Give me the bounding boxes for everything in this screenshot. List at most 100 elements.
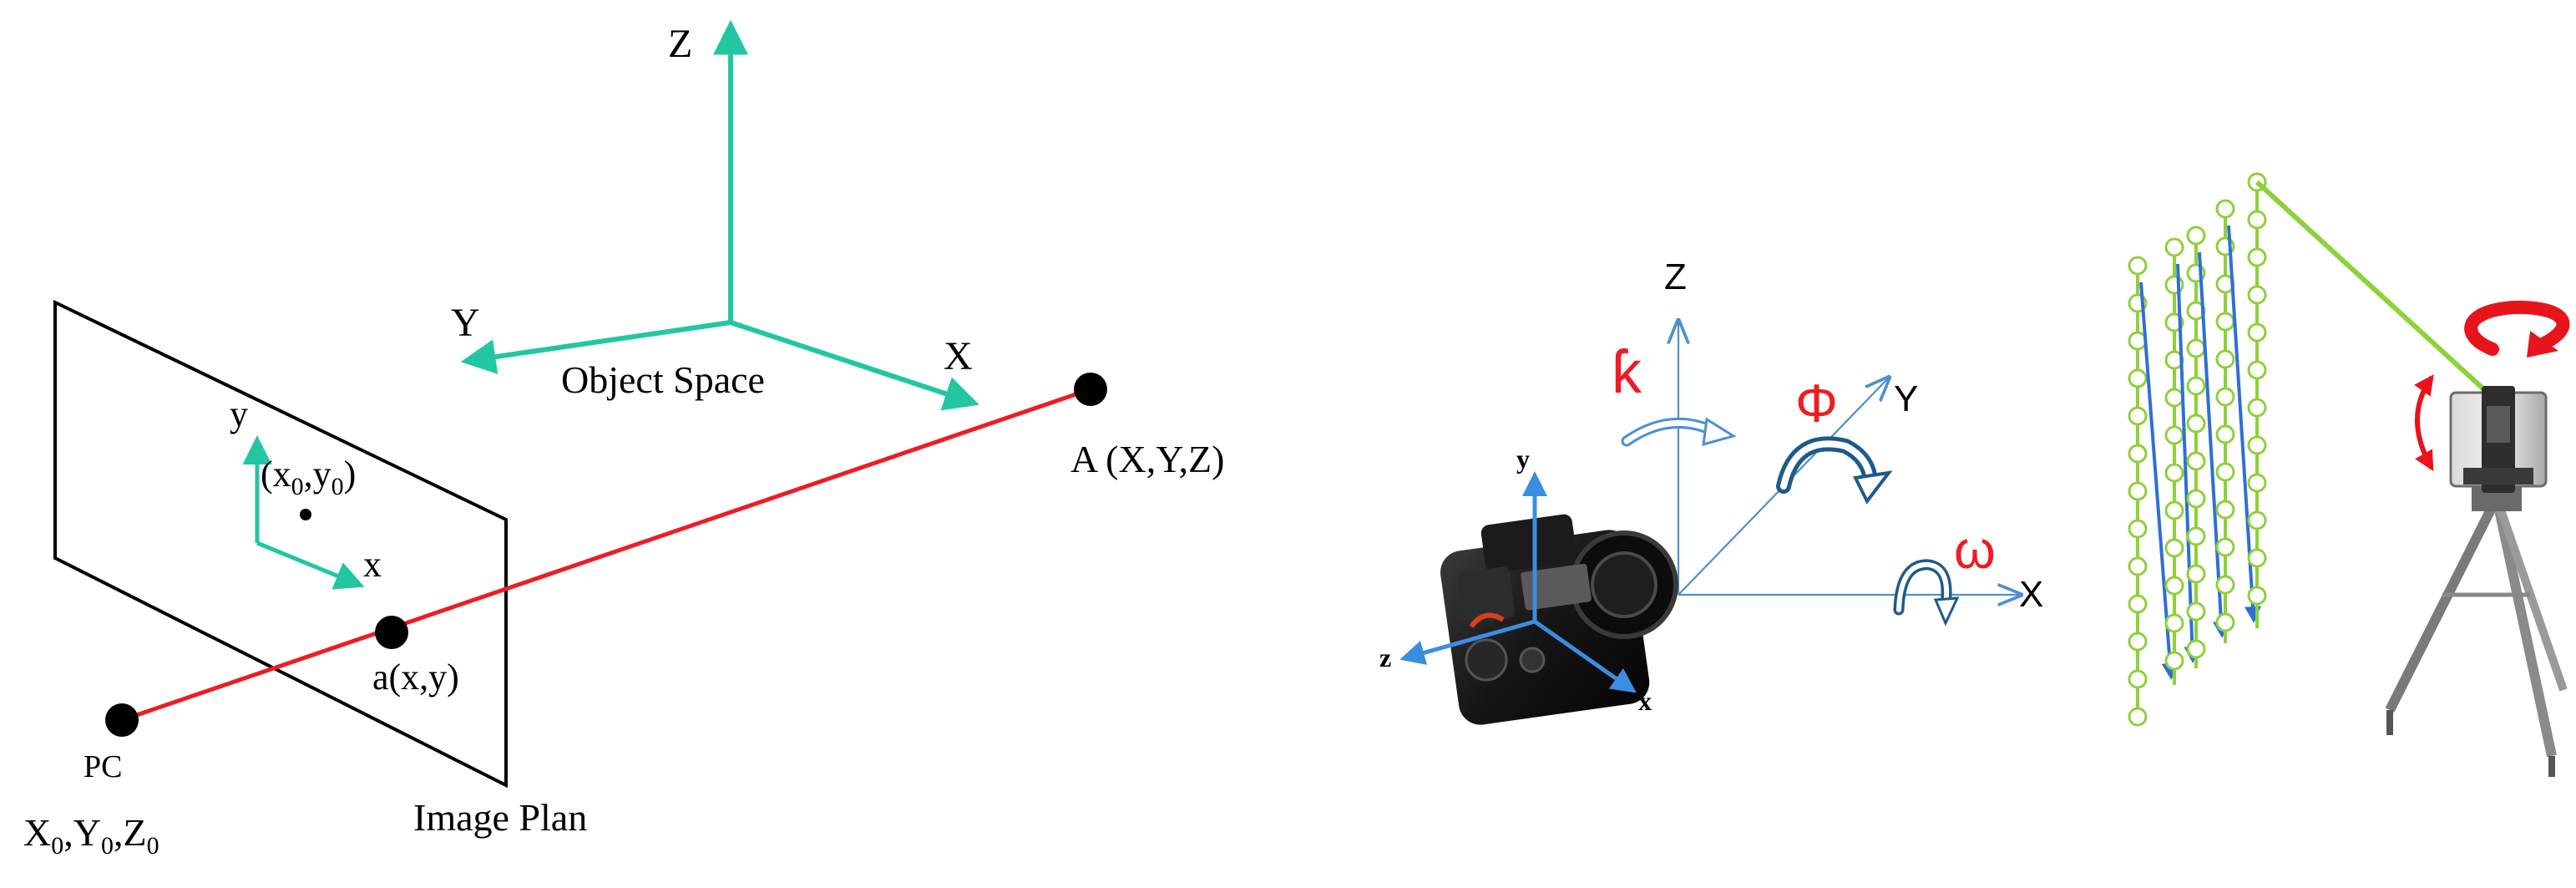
scan-point	[2247, 473, 2267, 493]
phi-rotation-arrow	[1776, 436, 1893, 505]
scan-sweep-arrow	[2139, 282, 2179, 680]
object-y-axis	[460, 320, 731, 374]
scan-point	[2247, 435, 2267, 455]
scan-point	[2128, 669, 2148, 689]
image-plane	[53, 299, 508, 789]
scan-point	[2215, 349, 2235, 369]
scan-point	[2186, 601, 2206, 622]
point-A-dot	[1074, 373, 1107, 406]
scan-point	[2215, 500, 2235, 520]
scan-point	[2215, 575, 2235, 595]
projection-ray	[121, 387, 1091, 723]
scanner-beam	[2255, 180, 2499, 403]
scan-point	[2128, 256, 2148, 276]
scan-point	[2164, 463, 2184, 483]
scan-point	[2128, 632, 2148, 652]
object-x-label: X	[944, 334, 973, 378]
scan-point	[2186, 639, 2206, 659]
camera-x-label: x	[1638, 686, 1652, 716]
middle-panel-camera-orientation: Z Y X ƙ Φ ω	[1379, 256, 2043, 725]
scan-point	[2128, 707, 2148, 727]
scan-point	[2247, 548, 2267, 568]
scan-point	[2128, 556, 2148, 576]
scan-point	[2186, 526, 2206, 546]
left-panel-collinearity: Z Y X Object Space y x (x0,y0) Image Pla…	[23, 19, 1224, 860]
scan-point	[2164, 425, 2184, 445]
scan-point	[2247, 322, 2267, 343]
scan-point	[2186, 564, 2206, 584]
image-y-label: y	[230, 393, 248, 434]
scan-point	[2186, 414, 2206, 434]
scan-point	[2247, 398, 2267, 418]
perspective-center-dot	[105, 703, 139, 737]
scan-point	[2186, 489, 2206, 509]
scan-point	[2186, 376, 2206, 396]
laser-scanner-tripod-icon	[2385, 386, 2568, 777]
scan-point	[2215, 462, 2235, 482]
scan-sweep-arrow	[2176, 263, 2201, 663]
scan-point	[2215, 199, 2235, 219]
scan-point	[2164, 500, 2184, 520]
scanner-vertical-rotation-arrow	[2414, 374, 2434, 472]
point-a-dot	[375, 616, 408, 649]
scan-point	[2186, 338, 2206, 358]
scanner-horizontal-rotation-arrow	[2464, 300, 2570, 358]
object-space-label: Object Space	[561, 358, 765, 401]
principal-point-label: (x0,y0)	[261, 454, 356, 500]
scan-point	[2164, 651, 2184, 671]
scan-point	[2247, 285, 2267, 305]
kappa-label: ƙ	[1612, 339, 1642, 406]
camera-axes	[1399, 471, 1637, 693]
scan-point	[2164, 538, 2184, 558]
rotation-z-label: Z	[1664, 256, 1687, 297]
scan-point	[2215, 312, 2235, 332]
scan-point	[2247, 210, 2267, 230]
camera-z-label: z	[1379, 642, 1391, 672]
scan-point	[2215, 612, 2235, 632]
image-x-label: x	[363, 544, 382, 585]
scan-point	[2164, 237, 2184, 257]
omega-rotation-arrow	[1893, 559, 1960, 627]
scan-point	[2247, 510, 2267, 530]
scan-sweep-arrow	[2198, 251, 2230, 638]
scan-point	[2128, 594, 2148, 614]
image-plane-label: Image Plan	[413, 796, 587, 839]
kappa-rotation-arrow	[1621, 417, 1737, 447]
scan-point	[2186, 226, 2206, 246]
camera-z-axis	[1399, 619, 1536, 665]
scan-point	[2128, 481, 2148, 501]
object-space-axes	[460, 19, 979, 411]
scan-point	[2215, 424, 2235, 444]
scan-point	[2128, 368, 2148, 388]
phi-label: Φ	[1795, 373, 1838, 434]
scan-point	[2247, 586, 2267, 606]
principal-point-dot	[300, 509, 311, 520]
object-z-label: Z	[668, 22, 692, 66]
camera-x-axis	[1533, 619, 1637, 693]
scan-point	[2164, 576, 2184, 596]
right-panel-laser-scan	[2128, 172, 2570, 777]
camera-y-label: y	[1516, 444, 1530, 474]
rotation-x-label: X	[2019, 574, 2043, 615]
scan-point	[2128, 406, 2148, 426]
perspective-center-label: PC	[84, 749, 122, 784]
image-plane-axes	[242, 435, 365, 590]
rotation-y-label: Y	[1894, 378, 1918, 419]
omega-label: ω	[1954, 520, 1996, 580]
point-a-label: a(x,y)	[372, 657, 459, 698]
scan-point	[2186, 451, 2206, 471]
image-x-axis	[256, 540, 365, 590]
scan-point	[2247, 247, 2267, 267]
scan-point	[2164, 388, 2184, 408]
object-y-label: Y	[451, 301, 480, 345]
scan-point	[2128, 519, 2148, 539]
scan-point	[2215, 387, 2235, 407]
perspective-center-coords: X0,Y0,Z0	[23, 811, 159, 860]
scan-point	[2215, 537, 2235, 557]
scan-point	[2247, 360, 2267, 380]
scan-point-grid	[2128, 172, 2267, 727]
object-x-axis	[730, 320, 979, 411]
scan-point	[2164, 613, 2184, 633]
scan-point	[2128, 444, 2148, 464]
